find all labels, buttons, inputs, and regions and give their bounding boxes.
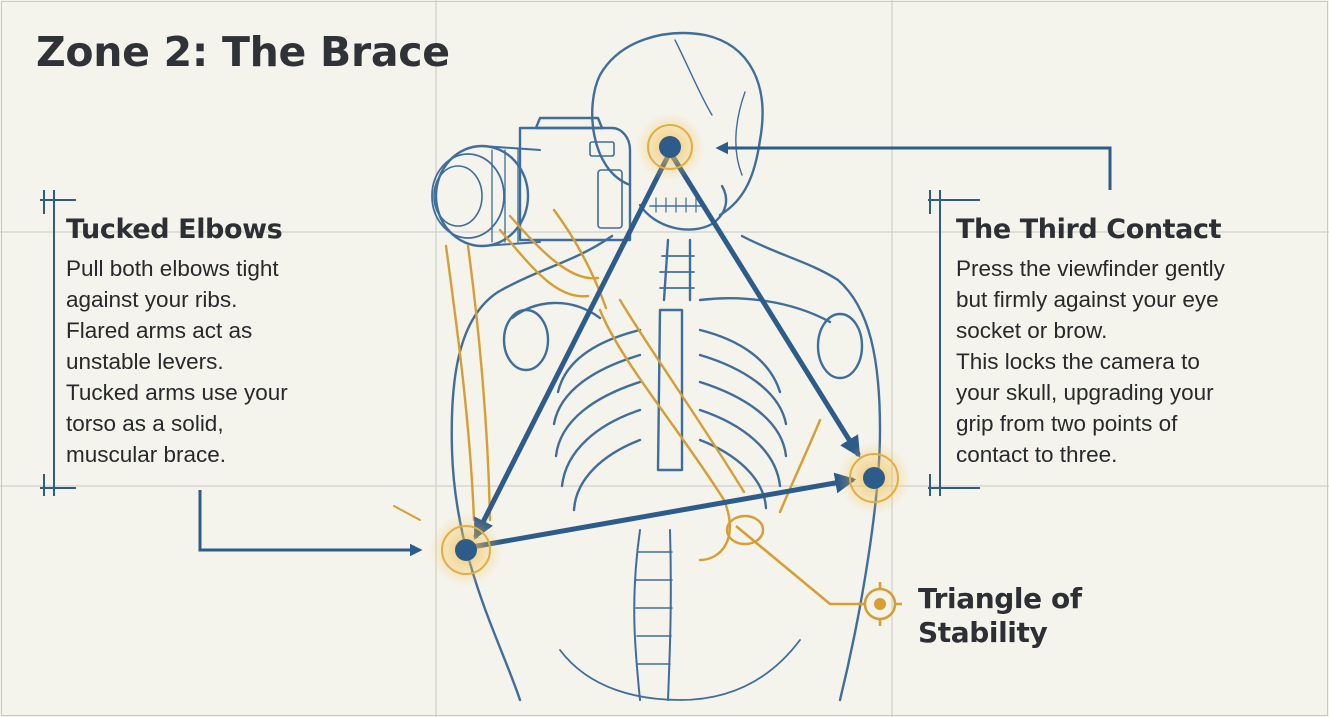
callout-line: Flared arms act as [66, 318, 253, 343]
page-title: Zone 2: The Brace [36, 28, 450, 76]
callout-line: your skull, upgrading your [956, 380, 1214, 405]
arm-bones [393, 208, 822, 562]
contact-point-right-elbow [838, 442, 910, 514]
callout-line: but firmly against your eye [956, 287, 1219, 312]
crosshair-target-icon [735, 524, 902, 626]
callout-line: Press the viewfinder gently [956, 256, 1225, 281]
stability-triangle [463, 149, 861, 551]
callout-line: Pull both elbows tight [66, 256, 279, 281]
callout-line: muscular brace. [66, 442, 227, 467]
contact-point-left-elbow [430, 514, 502, 586]
callout-line: Tucked arms use your [66, 380, 288, 405]
left-callout-bracket [40, 190, 423, 557]
contact-point-eye [636, 113, 704, 181]
tucked-elbows-callout: Tucked Elbows Pull both elbows tight aga… [66, 214, 288, 470]
third-contact-callout: The Third Contact Press the viewfinder g… [956, 214, 1225, 470]
callout-heading: Tucked Elbows [66, 214, 283, 245]
callout-line: against your ribs. [66, 287, 238, 312]
right-callout-bracket [715, 141, 1112, 496]
callout-line: contact to three. [956, 442, 1118, 467]
callout-line: This locks the camera to [956, 349, 1200, 374]
callout-heading: The Third Contact [956, 214, 1222, 245]
callout-line: unstable levers. [66, 349, 224, 374]
triangle-of-stability-label: Triangle of Stability [918, 582, 1082, 650]
callout-line: socket or brow. [956, 318, 1108, 343]
stability-label-line: Stability [918, 616, 1048, 649]
callout-line: grip from two points of [956, 411, 1178, 436]
skeleton-figure [431, 31, 882, 702]
stability-label-line: Triangle of [918, 582, 1082, 615]
callout-line: torso as a solid, [66, 411, 224, 436]
